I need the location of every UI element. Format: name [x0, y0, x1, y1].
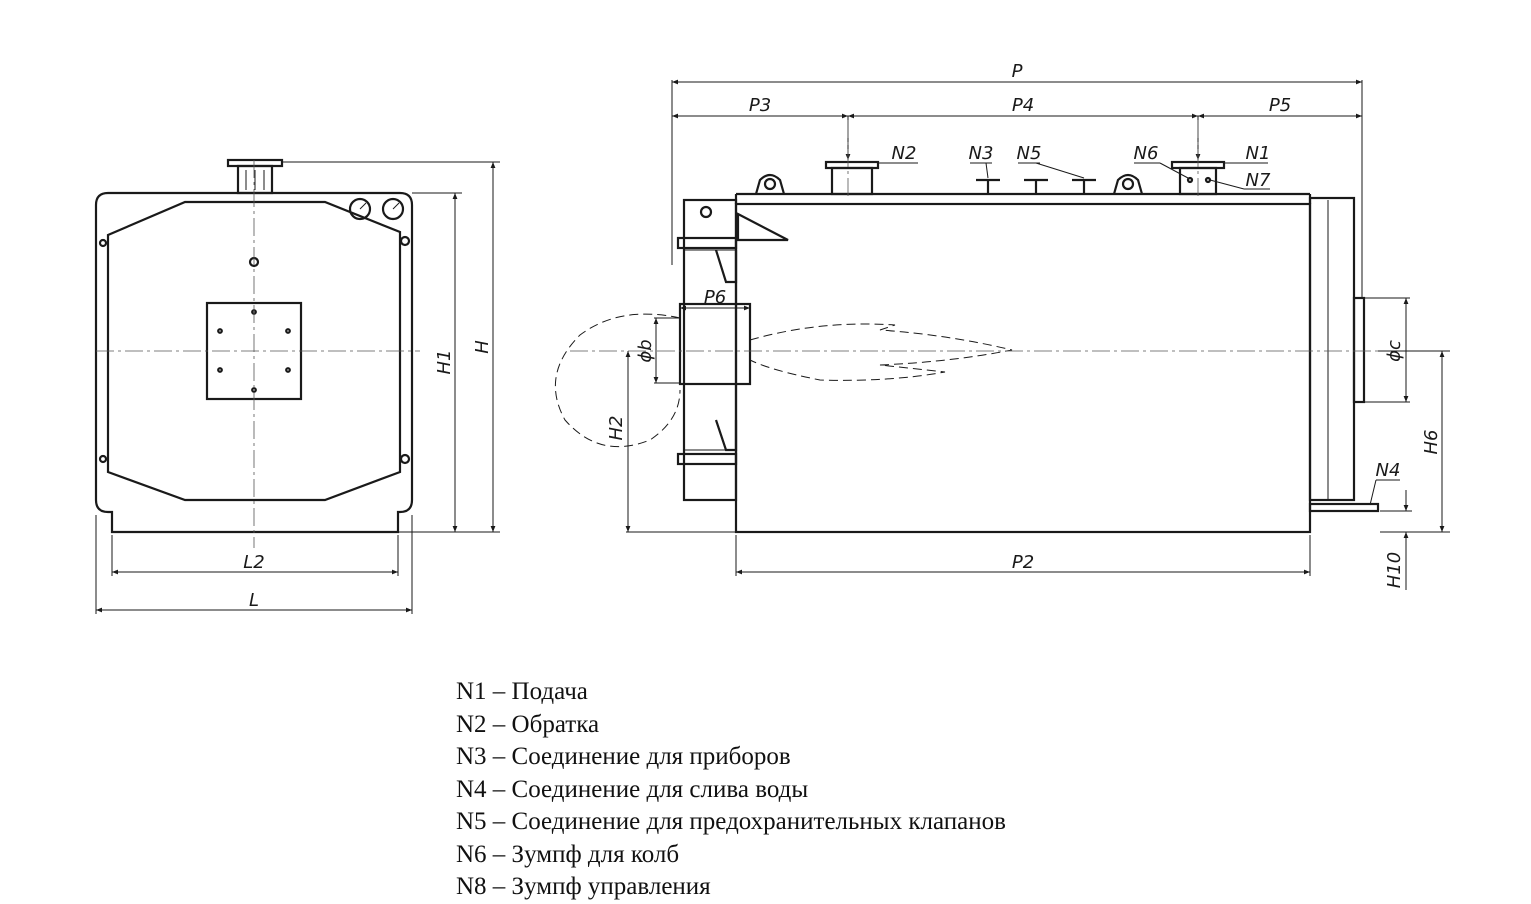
tag-N6: N6	[1134, 143, 1159, 164]
legend-item: N5 – Соединение для предохранительных кл…	[456, 808, 1006, 835]
tag-N4: N4	[1376, 460, 1401, 481]
dim-label-P5: P5	[1269, 95, 1291, 116]
dim-label-phi-c: ϕc	[1384, 340, 1405, 362]
tag-N3: N3	[969, 143, 994, 164]
gauge-icon	[381, 197, 405, 221]
tag-N7: N7	[1246, 170, 1271, 191]
dim-label-H2: H2	[606, 416, 627, 441]
front-view: L2 L H1 H	[94, 158, 500, 614]
dim-label-H10: H10	[1384, 552, 1405, 588]
dim-label-phi-b: ϕb	[635, 339, 656, 362]
legend-item: N3 – Соединение для приборов	[456, 743, 791, 770]
gauge-icon	[348, 197, 372, 221]
dim-label-P4: P4	[1012, 95, 1034, 116]
side-view: P P3 P4 P5 P6 P2 H2 H6 H10 ϕb ϕc N2 N3 N…	[554, 61, 1450, 590]
dim-label-H6: H6	[1421, 430, 1442, 455]
tag-N2: N2	[892, 143, 917, 164]
dim-label-H: H	[472, 340, 493, 354]
dim-label-P: P	[1012, 61, 1023, 82]
legend-item: N8 – Зумпф управления	[456, 873, 711, 900]
legend-item: N4 – Соединение для слива воды	[456, 775, 809, 803]
legend-item: N2 – Обратка	[456, 710, 600, 738]
legend-item: N1 – Подача	[456, 678, 588, 705]
nozzle-legend: N1 – Подача N2 – Обратка N3 – Соединение…	[456, 676, 1006, 904]
dim-label-P6: P6	[704, 287, 726, 308]
legend-item: N6 – Зумпф для колб	[456, 840, 680, 868]
dim-label-H1: H1	[434, 350, 455, 375]
dim-label-L: L	[249, 590, 259, 611]
tag-N5: N5	[1017, 143, 1042, 164]
dim-label-L2: L2	[243, 552, 264, 573]
tag-N1: N1	[1246, 143, 1271, 164]
dim-label-P3: P3	[749, 95, 771, 116]
dim-label-P2: P2	[1012, 552, 1034, 573]
